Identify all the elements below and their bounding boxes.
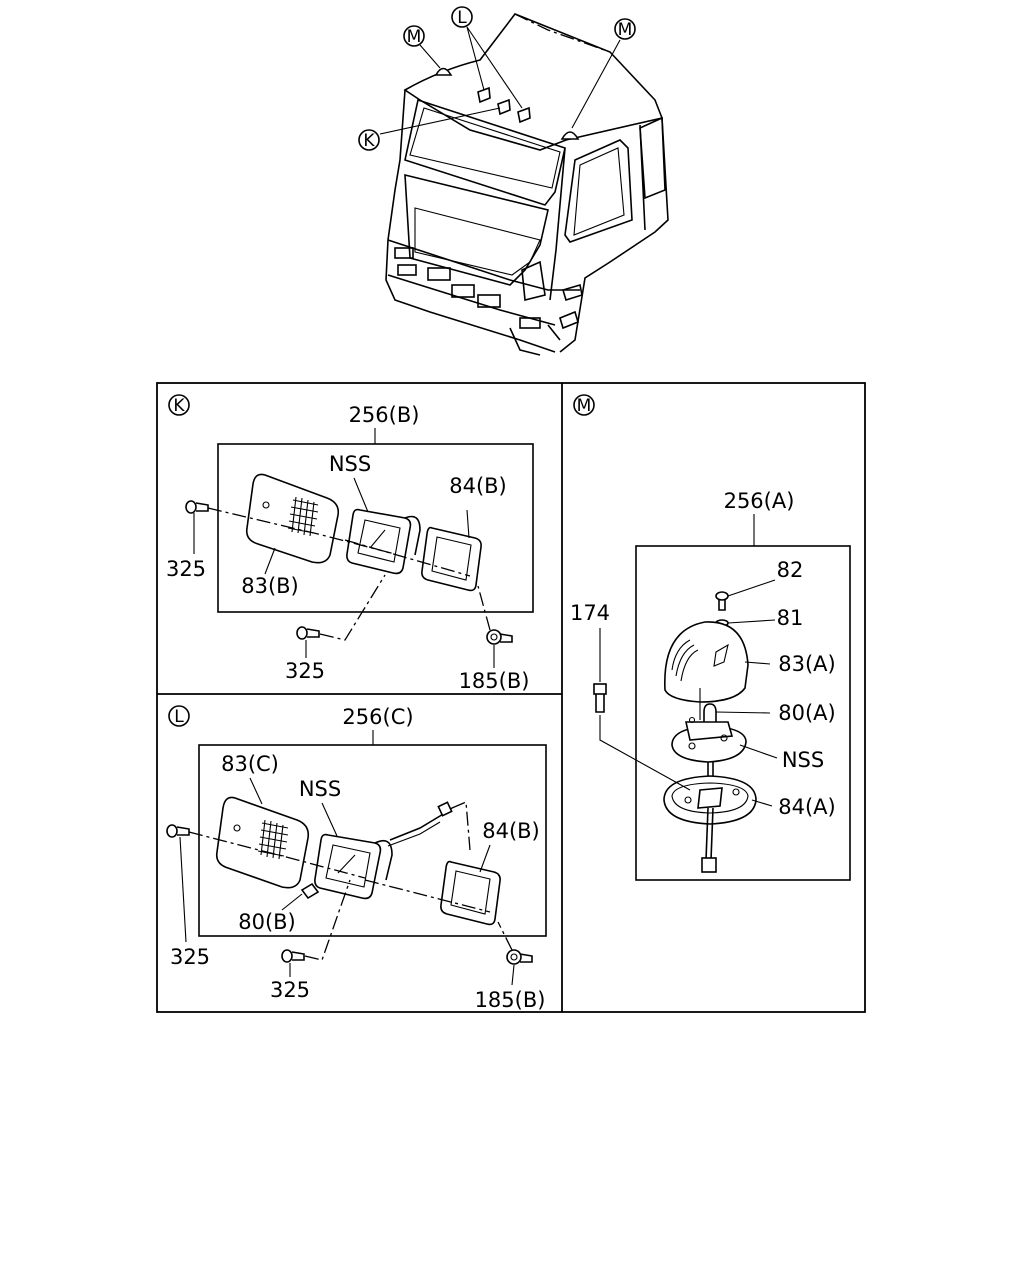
windshield [404, 98, 566, 206]
connector-m [701, 857, 717, 873]
cab-roof-ridge [514, 13, 611, 53]
label-80a: 80(A) [778, 701, 835, 725]
label-nss-m: NSS [782, 748, 824, 772]
lens-83b-k [245, 473, 340, 564]
lamp-body-nss-k [346, 508, 412, 575]
side-window [564, 139, 633, 243]
screw-325-left-k [185, 500, 209, 514]
screw-82-m [715, 591, 729, 611]
housing-84b-l [440, 860, 501, 926]
label-185b-k: 185(B) [459, 669, 530, 693]
id-lamp-l1 [477, 86, 491, 104]
label-84a: 84(A) [778, 795, 835, 819]
label-256b: 256(B) [349, 403, 420, 427]
assembly-box-m [635, 545, 851, 881]
nut-185b-k [486, 629, 513, 645]
label-256c: 256(C) [342, 705, 413, 729]
bolt-174-m [593, 683, 607, 713]
panel-m: M 256(A) [570, 394, 851, 881]
cab-front-left-edge [385, 89, 556, 353]
label-nss-k: NSS [329, 452, 371, 476]
label-nss-l: NSS [299, 777, 341, 801]
lens-grid-l [257, 819, 289, 860]
roof-marker-lamp-left [434, 67, 453, 76]
label-83a: 83(A) [778, 652, 835, 676]
screw-325-left-l [166, 824, 190, 838]
screw-325-bottom-l [281, 949, 305, 963]
cab-side-outline [559, 117, 669, 353]
panel-m-letter: M [577, 396, 592, 416]
rear-side-window [639, 116, 666, 200]
callout-m-left: M [407, 27, 422, 47]
label-174: 174 [570, 601, 610, 625]
lens-grid-k [287, 496, 319, 537]
detail-frame [156, 382, 866, 1013]
label-325-left-k: 325 [166, 557, 206, 581]
roof-marker-lamp-right [560, 131, 580, 140]
label-83c-l: 83(C) [221, 752, 279, 776]
callout-m-right: M [618, 20, 633, 40]
screw-325-bottom-k [296, 626, 320, 640]
bulb-80b-l [300, 882, 320, 900]
label-84b-l: 84(B) [482, 819, 540, 843]
label-83b-k: 83(B) [241, 574, 299, 598]
panel-k-letter: K [173, 396, 185, 416]
dome-lens-83a-m [664, 621, 749, 703]
nut-185b-l [506, 949, 533, 965]
label-84b-k: 84(B) [449, 474, 507, 498]
label-81: 81 [777, 606, 804, 630]
id-lamp-k [497, 98, 511, 116]
label-325-left-l: 325 [170, 945, 210, 969]
label-80b-l: 80(B) [238, 910, 296, 934]
panel-l-letter: L [174, 707, 184, 727]
label-325-bottom-l: 325 [270, 978, 310, 1002]
label-325-bottom-k: 325 [285, 659, 325, 683]
callout-k: K [363, 131, 375, 151]
housing-84b-k [421, 526, 482, 592]
label-82: 82 [777, 558, 804, 582]
truck-cab-overview: M L M K [358, 6, 669, 356]
callout-l: L [457, 8, 467, 28]
panel-k: K 256(B) [166, 394, 534, 693]
label-256a: 256(A) [724, 489, 795, 513]
id-lamp-l2 [517, 106, 531, 124]
lamp-body-nss-l [314, 833, 382, 900]
label-185b-l: 185(B) [475, 988, 546, 1012]
panel-l: L 256(C) [166, 705, 547, 1012]
assembly-box-l [198, 744, 547, 937]
assembly-box-k [217, 443, 534, 613]
